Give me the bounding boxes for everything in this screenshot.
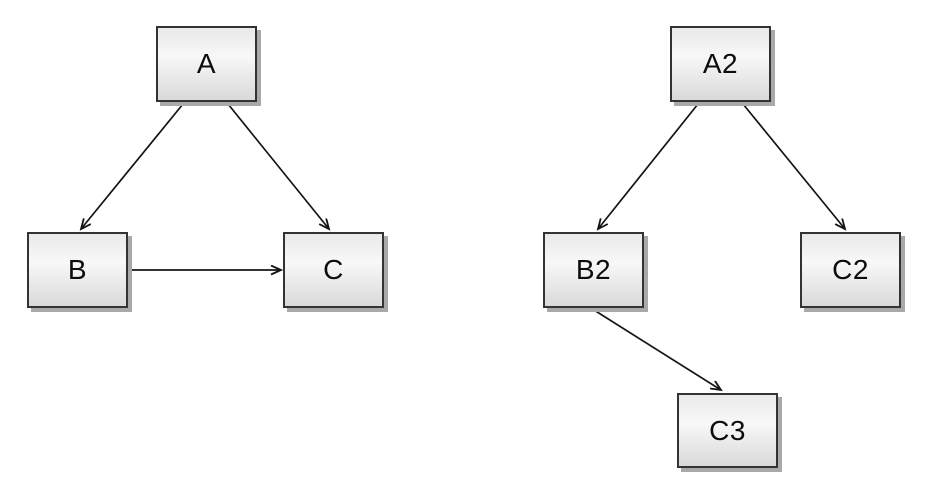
node-label: A xyxy=(196,48,217,79)
node-A: A xyxy=(156,26,257,102)
edge-A-B xyxy=(81,103,184,229)
node-C: C xyxy=(283,232,384,308)
node-B2: B2 xyxy=(543,232,644,308)
node-label: B2 xyxy=(575,254,612,285)
node-label: B xyxy=(67,254,88,285)
edge-A-C xyxy=(227,103,329,229)
node-C3: C3 xyxy=(677,393,778,468)
node-label: C3 xyxy=(709,414,746,446)
node-label: C xyxy=(323,254,344,285)
edge-A2-B2 xyxy=(598,103,699,229)
edge-A2-C2 xyxy=(742,103,845,229)
node-label: C2 xyxy=(832,254,869,285)
node-A2: A2 xyxy=(670,26,771,102)
edge-B2-C3 xyxy=(593,309,721,390)
node-B: B xyxy=(27,232,128,308)
node-label: A2 xyxy=(702,48,739,79)
node-C2: C2 xyxy=(800,232,901,308)
